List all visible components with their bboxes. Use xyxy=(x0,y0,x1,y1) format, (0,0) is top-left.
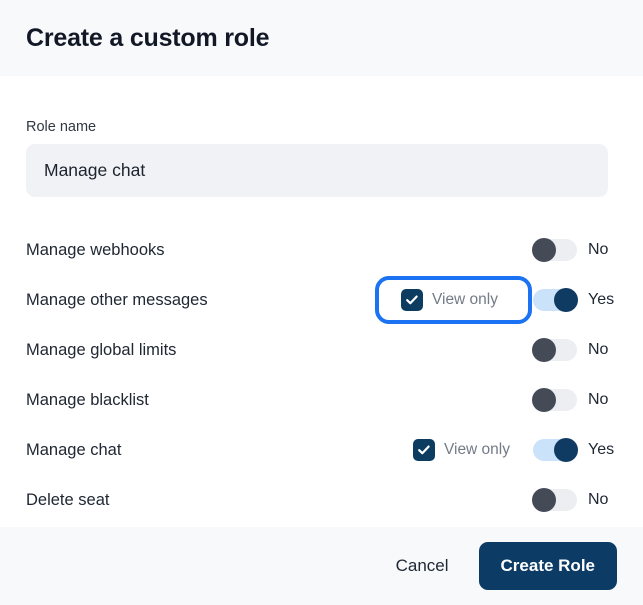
toggle-state-label: No xyxy=(588,241,609,258)
permission-row: Manage chat View only Yes xyxy=(26,425,617,475)
permission-label: Delete seat xyxy=(26,490,110,509)
role-name-label: Role name xyxy=(26,119,97,135)
toggle-state-label: Yes xyxy=(588,291,615,308)
permission-toggle-group: Yes xyxy=(533,288,617,312)
toggle-state-label: No xyxy=(588,391,609,408)
permission-toggle-group: No xyxy=(532,338,617,362)
dialog-header: Create a custom role xyxy=(0,0,643,76)
permission-toggle-group: No xyxy=(532,238,617,262)
toggle-knob xyxy=(532,238,556,262)
permission-row: Manage blacklist No xyxy=(26,375,617,425)
permission-label: Manage other messages xyxy=(26,290,208,309)
permission-label: Manage global limits xyxy=(26,340,177,359)
toggle-knob xyxy=(532,338,556,362)
cancel-button[interactable]: Cancel xyxy=(380,544,465,588)
permission-row: Delete seat No xyxy=(26,475,617,525)
permission-toggle[interactable] xyxy=(532,238,577,262)
page-title: Create a custom role xyxy=(26,23,270,52)
permission-toggle-group: No xyxy=(532,488,617,512)
permission-label: Manage webhooks xyxy=(26,240,165,259)
permission-row: Manage webhooks No xyxy=(26,225,617,275)
toggle-knob xyxy=(532,488,556,512)
permission-label: Manage chat xyxy=(26,440,122,459)
create-role-button[interactable]: Create Role xyxy=(478,542,617,590)
role-name-input[interactable] xyxy=(26,144,608,197)
permission-toggle[interactable] xyxy=(533,438,578,462)
view-only-label: View only xyxy=(443,441,510,458)
view-only-checkbox[interactable] xyxy=(400,289,423,311)
permission-toggle[interactable] xyxy=(532,388,577,412)
permission-toggle[interactable] xyxy=(533,288,578,312)
view-only-highlight-box[interactable]: View only xyxy=(374,276,532,324)
permission-toggle-group: Yes xyxy=(533,438,617,462)
toggle-knob xyxy=(532,388,556,412)
permission-toggle[interactable] xyxy=(532,488,577,512)
permission-label: Manage blacklist xyxy=(26,390,149,409)
toggle-state-label: No xyxy=(588,491,609,508)
view-only-checkbox[interactable] xyxy=(412,439,435,461)
permission-toggle-group: No xyxy=(532,388,617,412)
view-only-label: View only xyxy=(431,291,498,308)
permission-toggle[interactable] xyxy=(532,338,577,362)
check-icon xyxy=(406,295,418,305)
permission-row: Manage other messages View only Yes xyxy=(26,275,617,325)
toggle-knob xyxy=(554,438,578,462)
toggle-knob xyxy=(554,288,578,312)
permission-row: Manage global limits No xyxy=(26,325,617,375)
toggle-state-label: Yes xyxy=(588,441,615,458)
dialog-footer: Cancel Create Role xyxy=(0,527,643,605)
toggle-state-label: No xyxy=(588,341,609,358)
view-only-group[interactable]: View only xyxy=(407,435,516,465)
role-name-field-group: Role name xyxy=(26,76,617,197)
check-icon xyxy=(418,445,430,455)
